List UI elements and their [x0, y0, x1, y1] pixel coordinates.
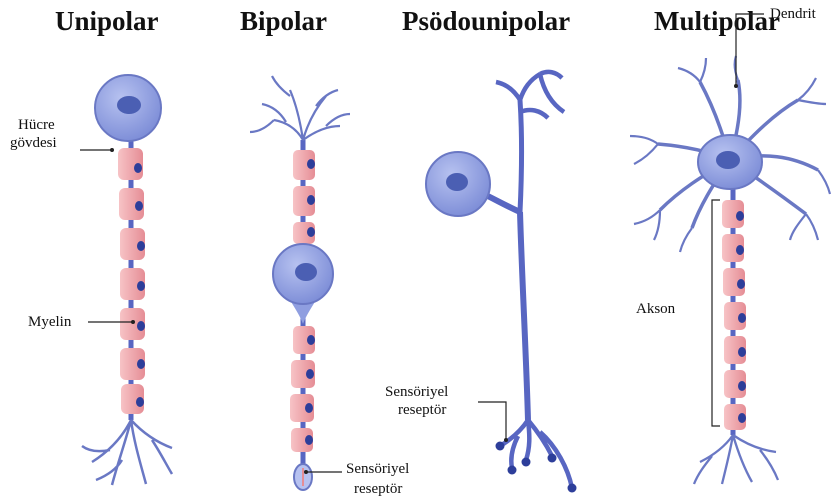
label-cell-body-2: gövdesi [10, 134, 57, 153]
pseudounipolar-central-branch [520, 100, 522, 212]
label-myelin: Myelin [28, 313, 71, 332]
axon-bracket [712, 200, 720, 426]
unipolar-terminal-branches [82, 420, 172, 485]
dendrite-pointer [736, 14, 764, 24]
unipolar-neuron [80, 75, 172, 485]
pseudo-receptor-pointer [478, 402, 506, 440]
pseudounipolar-neuron [426, 72, 577, 493]
bipolar-dendrites [250, 76, 350, 140]
unipolar-nucleus [117, 96, 141, 114]
label-dendrite: Dendrit [770, 5, 816, 24]
pseudounipolar-central-terminals [496, 72, 564, 118]
pseudounipolar-peripheral-branch [520, 212, 528, 420]
label-axon: Akson [636, 300, 675, 319]
label-cell-body-1: Hücre [18, 116, 55, 135]
bipolar-upper-myelin [293, 150, 315, 244]
multipolar-nucleus [716, 151, 740, 169]
bipolar-neuron [250, 76, 350, 490]
pseudounipolar-nucleus [446, 173, 468, 191]
label-bipolar-receptor-1: Sensöriyel [346, 460, 409, 479]
receptor-ending [496, 442, 505, 451]
label-bipolar-receptor-2: reseptör [354, 480, 402, 499]
multipolar-neuron [630, 14, 830, 484]
label-pseudo-receptor-2: reseptör [398, 401, 446, 420]
multipolar-axon-terminals [694, 435, 778, 484]
bipolar-nucleus [295, 263, 317, 281]
label-pseudo-receptor-1: Sensöriyel [385, 383, 448, 402]
pseudounipolar-receptor-branches [500, 420, 572, 488]
multipolar-myelin-sheath [722, 200, 746, 430]
